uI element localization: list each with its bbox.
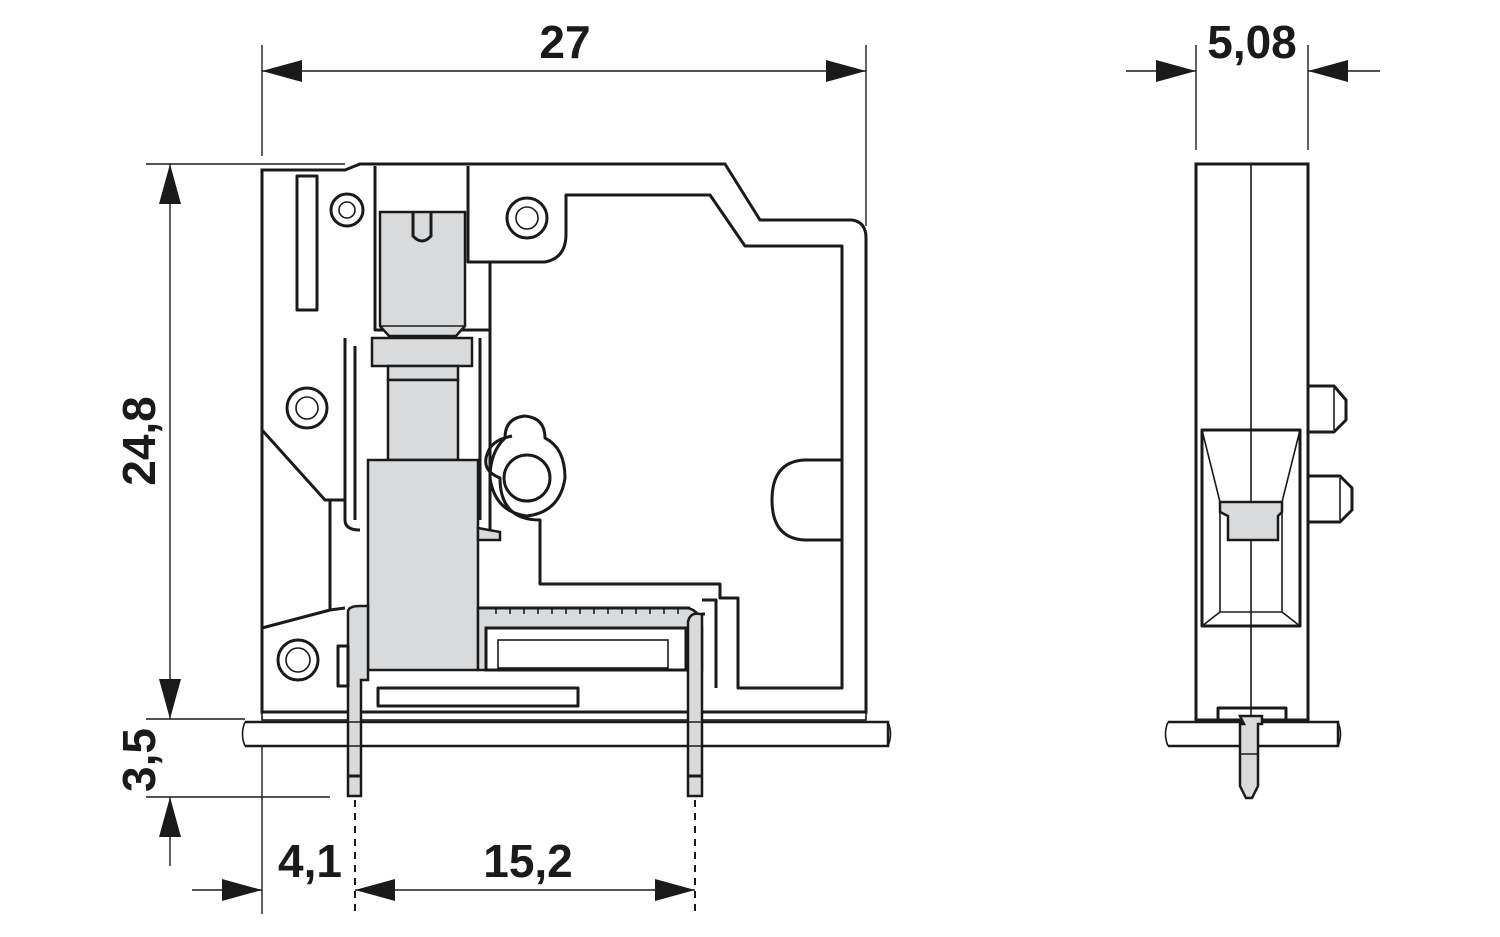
side-view (1164, 162, 1354, 800)
screw-head (378, 210, 467, 338)
left-pin (346, 604, 370, 798)
dim-pin-pitch: 15,2 (483, 835, 573, 887)
dim-pin-offset: 4,1 (278, 835, 342, 887)
front-pcb (245, 720, 890, 748)
front-view (241, 162, 892, 798)
side-housing (1194, 162, 1310, 722)
side-clamp-window (1218, 500, 1284, 542)
dim-side-width: 5,08 (1207, 16, 1297, 68)
clamp-body (366, 458, 480, 672)
dimensions: 27 24,8 3,5 4,1 15,2 5,08 (113, 16, 1380, 914)
dim-width-total: 27 (539, 16, 590, 68)
dim-pin-length: 3,5 (113, 728, 165, 792)
dim-height-body: 24,8 (113, 396, 165, 486)
right-pin (686, 612, 704, 798)
side-pin (1237, 714, 1264, 800)
